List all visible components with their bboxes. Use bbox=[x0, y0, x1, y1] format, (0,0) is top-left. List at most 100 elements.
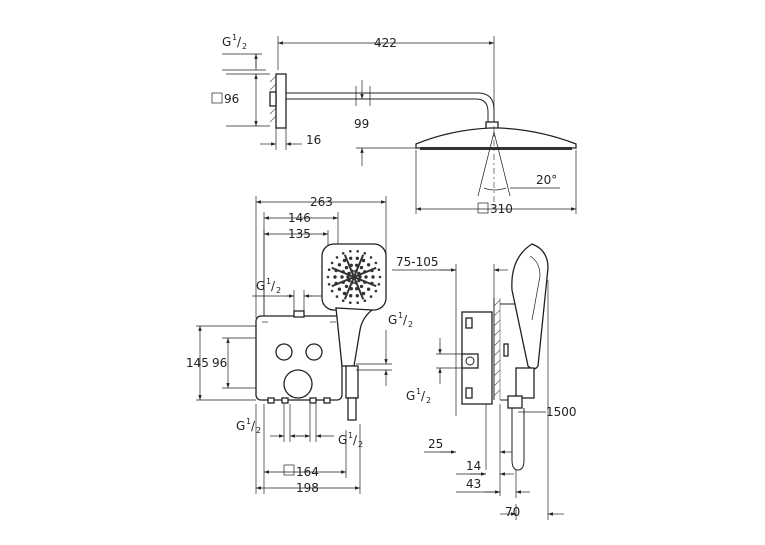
nozzle bbox=[359, 284, 364, 289]
svg-text:G: G bbox=[388, 313, 397, 327]
nozzle bbox=[371, 275, 375, 279]
nozzle bbox=[349, 250, 352, 253]
nozzle-spoke bbox=[353, 254, 365, 278]
nozzle bbox=[341, 252, 345, 255]
nozzle-spoke bbox=[343, 276, 355, 300]
dim-422: 422 bbox=[374, 36, 397, 50]
svg-text:/: / bbox=[237, 35, 242, 49]
nozzle bbox=[366, 287, 371, 291]
square-symbol-96 bbox=[211, 92, 223, 104]
nozzle bbox=[369, 256, 373, 259]
dim-198: 198 bbox=[296, 481, 319, 495]
svg-text:2: 2 bbox=[408, 320, 413, 329]
valve-knob-right bbox=[305, 343, 323, 361]
nozzle bbox=[342, 258, 347, 263]
nozzle bbox=[341, 299, 345, 303]
dim-16: 16 bbox=[306, 133, 321, 147]
square-symbol-310 bbox=[477, 202, 489, 214]
dim-146: 146 bbox=[288, 211, 311, 225]
dim-20-deg: 20° bbox=[536, 173, 557, 187]
nozzle bbox=[356, 250, 360, 253]
nozzle bbox=[361, 258, 366, 263]
dim-145: 145 bbox=[186, 356, 209, 370]
dim-263: 263 bbox=[310, 195, 333, 209]
dim-75-105: 75-105 bbox=[396, 255, 439, 269]
nozzle bbox=[377, 283, 381, 286]
nozzle bbox=[349, 301, 352, 305]
svg-text:2: 2 bbox=[276, 286, 281, 295]
svg-text:/: / bbox=[271, 279, 276, 293]
svg-text:/: / bbox=[403, 313, 408, 327]
thread-label-front-bottom-left: G 1 / 2 bbox=[236, 417, 261, 435]
nozzle bbox=[364, 275, 368, 279]
nozzle bbox=[356, 301, 360, 305]
nozzle-spoke bbox=[353, 276, 377, 288]
top-view: 422 G 1 / 2 96 16 99 bbox=[211, 33, 577, 216]
nozzle bbox=[363, 252, 367, 255]
nozzle bbox=[361, 291, 366, 296]
wall-flange bbox=[275, 73, 287, 129]
rain-shower-head bbox=[415, 127, 577, 149]
dim-14: 14 bbox=[466, 459, 481, 473]
dim-25: 25 bbox=[428, 437, 443, 451]
svg-text:G: G bbox=[256, 279, 265, 293]
nozzle-spoke bbox=[353, 266, 377, 278]
shower-arm bbox=[286, 92, 495, 124]
nozzle bbox=[344, 284, 349, 289]
valve-knob-left bbox=[275, 343, 293, 361]
hand-shower-side bbox=[507, 243, 549, 471]
nozzle bbox=[326, 275, 330, 279]
nozzle bbox=[369, 295, 373, 298]
nozzle bbox=[344, 265, 349, 270]
nozzle-spoke bbox=[353, 276, 365, 300]
nozzle bbox=[340, 275, 344, 279]
svg-text:/: / bbox=[421, 389, 426, 403]
svg-text:/: / bbox=[251, 419, 256, 433]
svg-text:G: G bbox=[236, 419, 245, 433]
nozzle-spoke bbox=[331, 266, 355, 278]
thread-label-top: G 1 / 2 bbox=[222, 33, 247, 51]
nozzle bbox=[327, 283, 331, 286]
dim-1500: 1500 bbox=[546, 405, 577, 419]
svg-text:1: 1 bbox=[266, 277, 271, 286]
dim-164: 164 bbox=[296, 465, 319, 479]
nozzle-spoke bbox=[331, 276, 355, 288]
nozzle bbox=[335, 295, 339, 298]
nozzle bbox=[358, 275, 362, 279]
svg-text:G: G bbox=[406, 389, 415, 403]
nozzle bbox=[330, 289, 334, 293]
bottom-ports bbox=[267, 397, 331, 404]
nozzle-spoke bbox=[343, 254, 355, 278]
svg-text:1: 1 bbox=[232, 33, 237, 42]
nozzle bbox=[355, 294, 359, 298]
nozzle bbox=[330, 261, 334, 265]
dim-96-front: 96 bbox=[212, 356, 227, 370]
svg-text:1: 1 bbox=[246, 417, 251, 426]
nozzle bbox=[374, 289, 378, 293]
hand-shower-nozzles bbox=[326, 250, 382, 305]
svg-text:1: 1 bbox=[348, 431, 353, 440]
nozzle bbox=[363, 299, 367, 303]
thread-label-side: G 1 / 2 bbox=[406, 387, 431, 405]
nozzle bbox=[378, 275, 382, 279]
nozzle bbox=[355, 256, 359, 260]
svg-text:2: 2 bbox=[256, 426, 261, 435]
nozzle bbox=[327, 268, 331, 272]
dim-310: 310 bbox=[490, 202, 513, 216]
dim-96-top: 96 bbox=[224, 92, 239, 106]
nozzle bbox=[337, 287, 342, 291]
nozzle bbox=[366, 263, 371, 267]
svg-text:1: 1 bbox=[398, 311, 403, 320]
front-view: 263 146 135 G 1 / 2 bbox=[186, 195, 413, 495]
dim-70: 70 bbox=[505, 505, 520, 519]
svg-text:2: 2 bbox=[358, 440, 363, 449]
nozzle bbox=[333, 275, 337, 279]
nozzle bbox=[349, 256, 353, 260]
nozzle bbox=[342, 291, 347, 296]
wall-hatch-side bbox=[493, 298, 501, 400]
thread-label-front-right: G 1 / 2 bbox=[388, 311, 413, 329]
nozzle bbox=[335, 256, 339, 259]
nozzle bbox=[377, 268, 381, 272]
nozzle bbox=[374, 261, 378, 265]
svg-text:G: G bbox=[338, 433, 347, 447]
